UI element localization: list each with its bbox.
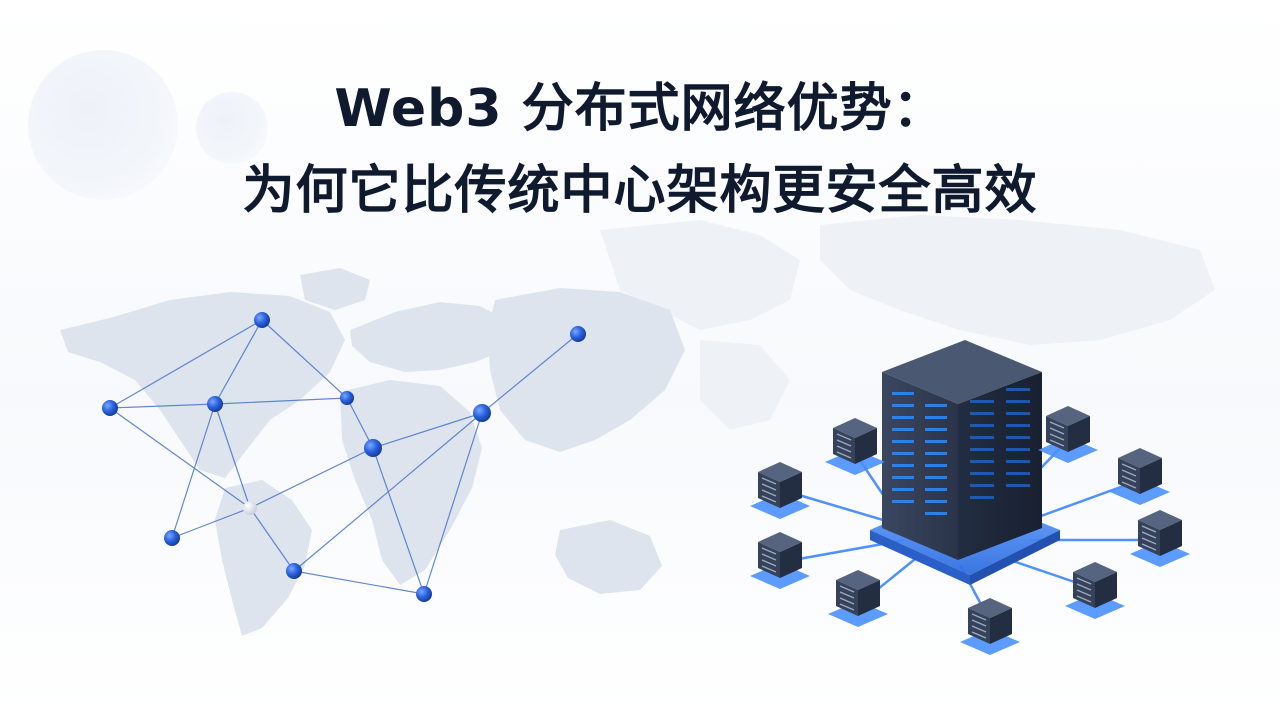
tower-side-slots [970, 388, 1030, 499]
map-africa [340, 380, 482, 585]
central-server-hub [750, 340, 1190, 655]
map-south-america [215, 480, 312, 636]
network-node [364, 439, 382, 457]
network-node-white [243, 501, 257, 515]
title-line-2: 为何它比传统中心架构更安全高效 [242, 161, 1038, 221]
map-asia [488, 288, 685, 452]
network-node [286, 563, 302, 579]
decorative-circle-small [196, 92, 268, 164]
edge-server [1110, 448, 1170, 505]
server-tower [882, 340, 1042, 560]
network-links [109, 319, 579, 595]
network-node [570, 326, 586, 342]
world-map-faint [600, 215, 1215, 430]
edge-server [1038, 406, 1098, 463]
map-greenland [300, 268, 370, 310]
network-node [473, 404, 491, 422]
edge-server [960, 598, 1020, 655]
edge-server [825, 418, 885, 475]
title-line-1: Web3 分布式网络优势： [334, 79, 946, 139]
map-australia [555, 520, 662, 594]
network-node [102, 400, 118, 416]
edge-server [1130, 510, 1190, 567]
world-map [60, 268, 685, 636]
edge-server [828, 570, 888, 627]
map-europe [350, 302, 510, 372]
network-node [254, 312, 270, 328]
network-node [207, 396, 223, 412]
map-north-america [60, 292, 345, 478]
edge-server [750, 532, 810, 589]
slide-title: Web3 分布式网络优势： 为何它比传统中心架构更安全高效 [0, 68, 1280, 232]
edge-server [750, 462, 810, 519]
network-nodes [102, 312, 586, 602]
tower-led-slots [892, 392, 947, 515]
network-node [340, 391, 354, 405]
edge-server [1065, 562, 1125, 619]
decorative-circle-large [28, 50, 178, 200]
network-node [164, 530, 180, 546]
network-node [416, 586, 432, 602]
edge-servers [750, 406, 1190, 655]
